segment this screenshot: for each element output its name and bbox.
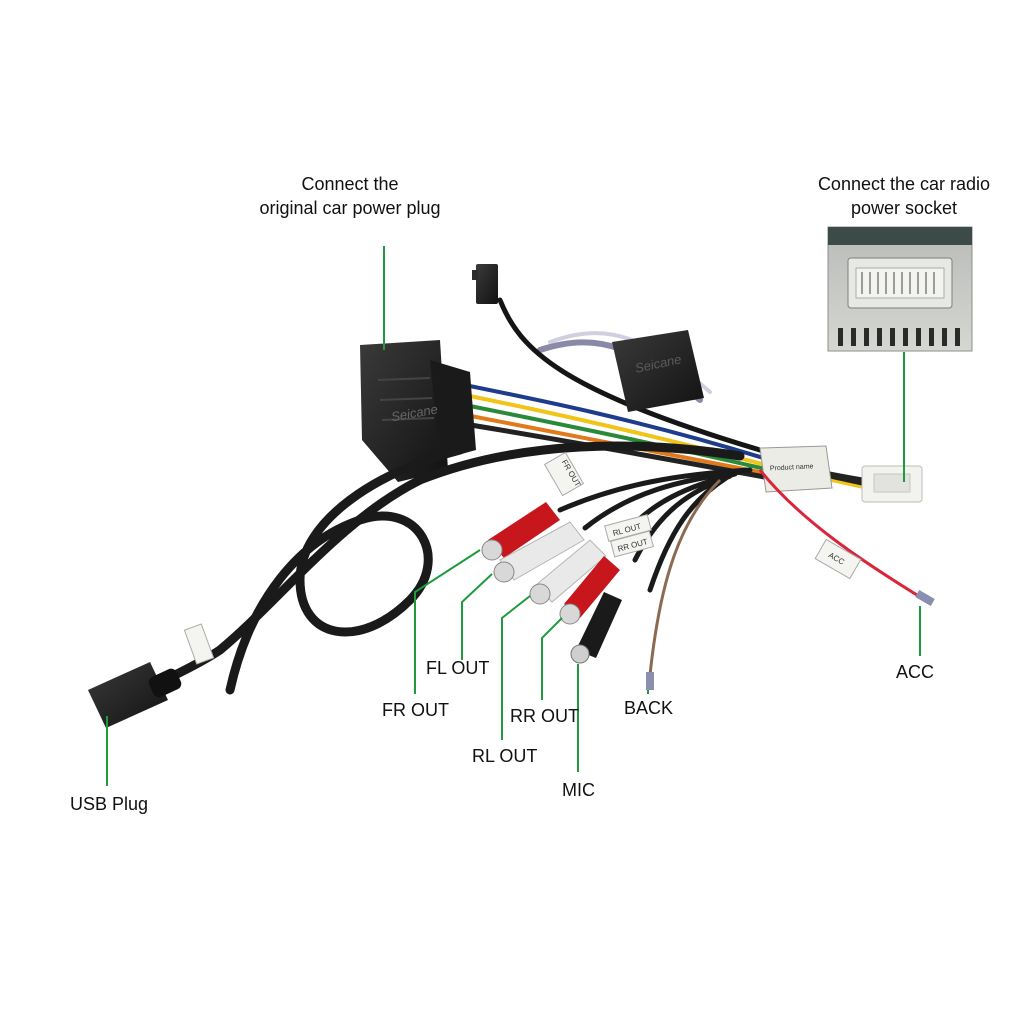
leader-lines (106, 246, 921, 786)
label-radio-socket: Connect the car radio power socket (800, 172, 1008, 220)
harness-label-sleeve: Product name (759, 445, 833, 493)
label-power-plug: Connect the original car power plug (250, 172, 450, 220)
mic-jack (570, 592, 622, 664)
filter-box: Seicane (612, 330, 704, 412)
rca-cables (557, 467, 753, 593)
label-fr-out: FR OUT (382, 700, 449, 720)
label-rl-out: RL OUT (472, 746, 538, 766)
rca-plug-fl (493, 521, 585, 583)
rca-plug-rr (559, 556, 620, 625)
label-mic: MIC (562, 780, 595, 800)
acc-wire-tip (915, 590, 935, 606)
car-power-plug: Seicane (360, 340, 476, 482)
back-wire-tip (646, 672, 654, 690)
wire-tags: FR OUT RL OUT RR OUT ACC (183, 451, 862, 665)
label-acc: ACC (896, 662, 935, 682)
usb-plug-connector (88, 662, 182, 728)
rca-plug-rl (529, 539, 607, 605)
label-power-plug-line1: Connect the (301, 174, 399, 194)
label-power-plug-line2: original car power plug (259, 198, 441, 218)
radio-power-socket-image (827, 226, 973, 352)
label-rr-out: RR OUT (510, 706, 579, 726)
sleeve-product-name: Product name (770, 463, 814, 472)
label-back: BACK (624, 698, 674, 718)
back-wire (648, 478, 722, 676)
label-radio-socket-line2: power socket (850, 198, 958, 218)
small-black-connector (472, 264, 498, 304)
label-fl-out: FL OUT (426, 658, 490, 678)
acc-wire (758, 469, 926, 602)
label-usb-plug: USB Plug (70, 794, 149, 814)
white-radio-plug (861, 465, 923, 503)
label-radio-socket-line1: Connect the car radio (817, 174, 991, 194)
rca-plug-fr (481, 502, 560, 561)
